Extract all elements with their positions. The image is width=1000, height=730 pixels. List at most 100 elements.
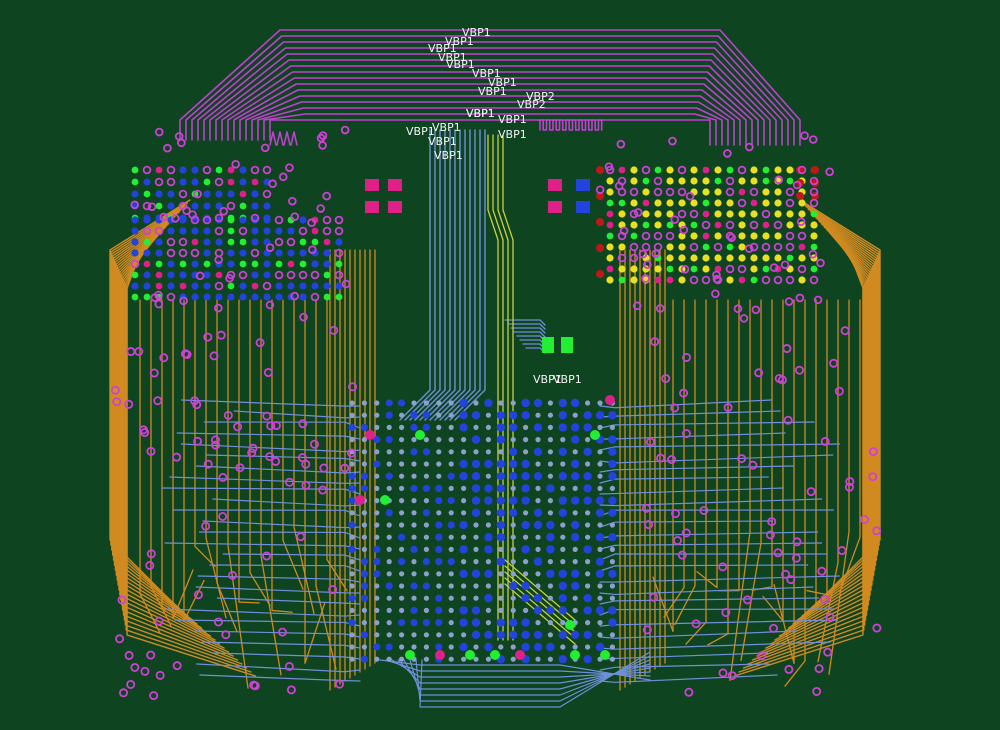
via	[725, 220, 735, 230]
bga-ball	[191, 202, 199, 210]
via	[117, 595, 127, 605]
via	[737, 165, 747, 175]
chip-ball	[496, 618, 505, 627]
chip-via	[399, 522, 405, 528]
bga-ball	[750, 265, 758, 273]
chip-ball	[398, 558, 406, 566]
chip-ball	[546, 606, 555, 615]
chip-ball	[571, 423, 580, 432]
bottom-trace	[504, 319, 546, 326]
bottom-trace	[599, 520, 774, 528]
bottom-trace	[165, 608, 361, 617]
via	[166, 292, 176, 302]
via	[786, 575, 796, 585]
via	[262, 281, 272, 291]
via	[823, 647, 833, 657]
bga-ball	[738, 276, 746, 284]
bga-ball	[263, 271, 271, 279]
via	[682, 429, 692, 439]
bga-ball	[299, 249, 307, 257]
via	[170, 214, 180, 223]
bga-ball	[299, 260, 307, 268]
bga-ball	[738, 188, 746, 196]
bga-ball	[335, 260, 343, 268]
via	[785, 242, 795, 252]
via	[271, 421, 281, 431]
bottom-trace	[599, 498, 823, 507]
via	[742, 595, 752, 605]
via	[860, 514, 870, 524]
chip-via	[361, 522, 367, 528]
chip-via	[597, 473, 603, 479]
bga-ball	[630, 232, 638, 240]
via	[149, 368, 159, 378]
via	[808, 135, 818, 144]
bga-ball	[251, 293, 259, 301]
chip-via	[510, 437, 516, 443]
chip-ball	[521, 472, 530, 481]
via	[290, 212, 300, 221]
chip-ball	[496, 459, 505, 469]
bga-ball	[335, 282, 343, 290]
via	[238, 270, 248, 280]
chip-via	[436, 510, 442, 516]
bga-ball	[203, 190, 211, 198]
bottom-trace	[409, 129, 441, 421]
via	[689, 242, 699, 252]
inner-trace	[183, 299, 205, 622]
via	[679, 225, 689, 235]
bottom-trace	[439, 129, 471, 421]
top-trace	[179, 29, 801, 146]
chip-via	[436, 437, 442, 443]
chip-via	[572, 595, 578, 601]
bga-ball	[654, 276, 662, 284]
chip-ball	[360, 558, 368, 566]
bga-ball	[131, 293, 139, 301]
chip-via	[411, 534, 417, 540]
chip-via	[535, 485, 541, 491]
bga-ball	[666, 221, 674, 229]
via	[872, 623, 882, 633]
via	[773, 275, 783, 285]
chip-via	[609, 424, 616, 430]
chip-via	[399, 595, 405, 601]
chip-via	[399, 473, 405, 479]
via	[774, 175, 784, 185]
net-label-vbp1: VBP1	[498, 128, 527, 141]
bga-ball	[714, 221, 722, 229]
bga-ball	[239, 216, 247, 224]
bga-ball	[335, 238, 343, 246]
chip-via	[411, 559, 417, 565]
via	[278, 172, 288, 182]
chip-ball	[583, 655, 592, 664]
bga-ball	[191, 282, 199, 290]
chip-ball	[509, 508, 518, 517]
bottom-trace	[209, 564, 361, 572]
bga-ball	[323, 271, 331, 279]
bga-ball	[642, 177, 650, 185]
bottom-trace	[415, 655, 651, 702]
chip-via	[448, 632, 454, 638]
chip-ball	[410, 582, 418, 590]
chip-via	[473, 534, 479, 540]
bga-ball	[191, 238, 199, 246]
chip-via	[609, 522, 616, 528]
chip-ball	[571, 472, 580, 481]
inner-trace	[784, 299, 806, 687]
bga-ball	[786, 254, 794, 262]
chip-ball	[360, 655, 368, 663]
chip-via	[473, 522, 479, 528]
via	[322, 215, 332, 225]
chip-via	[572, 412, 578, 418]
via	[820, 436, 830, 446]
via	[260, 143, 270, 153]
via	[727, 233, 736, 242]
chip-ball	[595, 606, 605, 615]
inner-trace	[227, 299, 249, 689]
chip-ball	[484, 398, 493, 408]
chip-via	[461, 559, 467, 565]
chip-ball	[571, 496, 580, 505]
via	[782, 344, 792, 354]
bga-ball	[666, 177, 674, 185]
bga-ball	[810, 232, 818, 240]
